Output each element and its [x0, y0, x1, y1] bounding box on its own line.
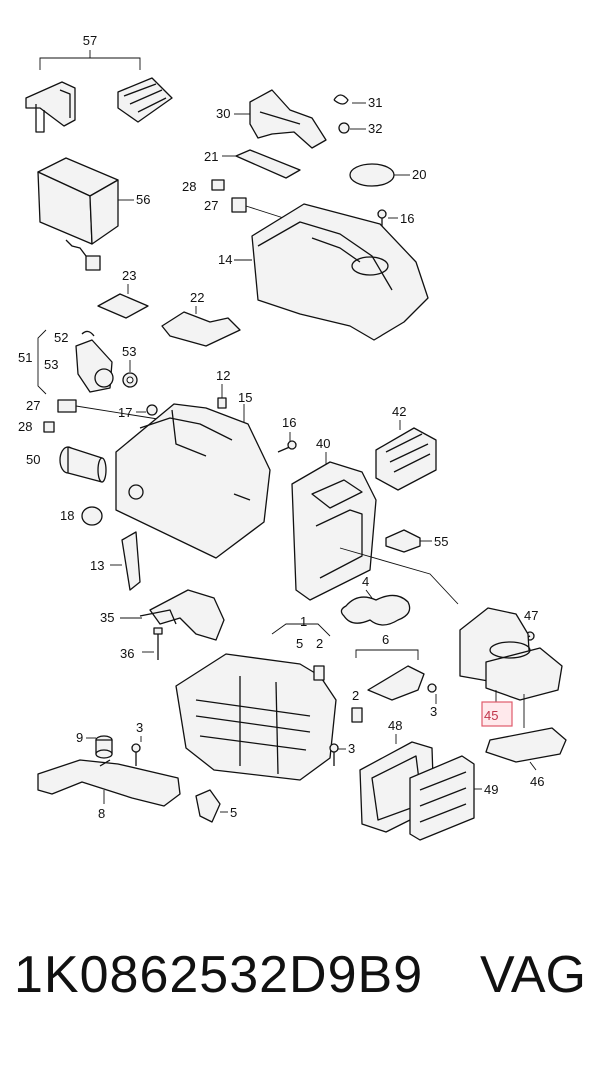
- callout-13: 13: [90, 558, 104, 573]
- callout-1: 1: [300, 614, 307, 629]
- part-3-screw-mid: [329, 743, 346, 766]
- callout-4: 4: [362, 574, 369, 589]
- part-16-screw-upper: [377, 209, 398, 236]
- callout-17: 17: [118, 405, 132, 420]
- callout-35: 35: [100, 610, 114, 625]
- part-17-pin: [136, 404, 158, 416]
- callout-55: 55: [434, 534, 448, 549]
- callout-22: 22: [190, 290, 204, 305]
- part-45-cupholder-assy: [459, 607, 563, 702]
- exploded-parts-diagram: 57 56 30 31 32 21 20 28 27 16 14 23 22 5…: [18, 33, 567, 841]
- part-51-53-socket-group: [37, 329, 138, 395]
- part-57-brackets: [25, 50, 173, 133]
- part-31-clip: [333, 94, 366, 105]
- part-40-rear-panel: [291, 452, 459, 605]
- callout-21: 21: [204, 149, 218, 164]
- callout-16: 16: [400, 211, 414, 226]
- part-27-switch-left: [57, 399, 165, 421]
- part-56-storage-box: [37, 157, 134, 271]
- footer: 1K0862532D9B9 VAG: [0, 945, 600, 1025]
- part-20-round-mat: [349, 163, 410, 187]
- callout-32: 32: [368, 121, 382, 136]
- part-28-cap-left: [43, 421, 55, 433]
- callout-5b: 5: [230, 805, 237, 820]
- part-9-damper: [86, 735, 113, 759]
- part-49-switch-panel: [409, 755, 482, 841]
- callout-53b: 53: [122, 344, 136, 359]
- brand-name: VAG: [480, 946, 586, 1004]
- callout-48: 48: [388, 718, 402, 733]
- callout-2: 2: [316, 636, 323, 651]
- callout-49: 49: [484, 782, 498, 797]
- callout-8: 8: [98, 806, 105, 821]
- part-55-plug: [385, 529, 432, 553]
- callout-52: 52: [54, 330, 68, 345]
- part-3-screw-left: [131, 736, 142, 766]
- callout-51: 51: [18, 350, 32, 365]
- callout-45: 45: [484, 708, 498, 723]
- part-23-mat: [97, 284, 149, 319]
- part-6-bracket: [355, 649, 425, 701]
- part-2-clip-right: [313, 665, 325, 681]
- part-46-mat: [485, 694, 567, 771]
- callout-14: 14: [218, 252, 232, 267]
- part-30-bracket: [234, 89, 327, 149]
- part-15-console-housing: [115, 403, 271, 559]
- callout-labels: 57 56 30 31 32 21 20 28 27 16 14 23 22 5…: [18, 33, 544, 821]
- callout-45-highlight: [481, 701, 513, 727]
- callout-28b: 28: [18, 419, 32, 434]
- callout-15: 15: [238, 390, 252, 405]
- callout-50: 50: [26, 452, 40, 467]
- part-8-bracket: [37, 759, 181, 807]
- callout-23: 23: [122, 268, 136, 283]
- callout-9: 9: [76, 730, 83, 745]
- callout-12: 12: [216, 368, 230, 383]
- callout-31: 31: [368, 95, 382, 110]
- callout-3: 3: [136, 720, 143, 735]
- part-5-clip: [195, 789, 228, 823]
- part-14-console-cover: [234, 203, 429, 341]
- part-16-screw-mid: [277, 432, 297, 453]
- callout-3c: 3: [348, 741, 355, 756]
- part-32-nut: [338, 122, 366, 134]
- part-28-cap-upper: [211, 179, 225, 191]
- callout-56: 56: [136, 192, 150, 207]
- callout-30: 30: [216, 106, 230, 121]
- callout-18: 18: [60, 508, 74, 523]
- callout-36: 36: [120, 646, 134, 661]
- callout-42: 42: [392, 404, 406, 419]
- part-21-mat: [222, 149, 301, 179]
- part-13-bracket: [110, 531, 141, 591]
- part-42-vent: [375, 420, 437, 491]
- callout-20: 20: [412, 167, 426, 182]
- part-4-seal: [340, 589, 411, 626]
- part-2-clip-lower: [351, 707, 363, 723]
- callout-27: 27: [204, 198, 218, 213]
- part-50-lighter: [59, 446, 107, 483]
- callout-46: 46: [530, 774, 544, 789]
- callout-53: 53: [44, 357, 58, 372]
- callout-16b: 16: [282, 415, 296, 430]
- callout-57: 57: [83, 33, 97, 48]
- callout-47: 47: [524, 608, 538, 623]
- callout-40: 40: [316, 436, 330, 451]
- callout-28: 28: [182, 179, 196, 194]
- part-1-frame: [175, 623, 337, 781]
- part-12-clip: [217, 384, 227, 409]
- part-35-bracket: [120, 589, 225, 641]
- part-36-bolt: [142, 627, 163, 660]
- part-18-cap: [81, 506, 103, 526]
- part-number: 1K0862532D9B9: [14, 946, 424, 1004]
- callout-6: 6: [382, 632, 389, 647]
- part-22-mat: [161, 306, 241, 347]
- callout-3b: 3: [430, 704, 437, 719]
- callout-27b: 27: [26, 398, 40, 413]
- callout-5: 5: [296, 636, 303, 651]
- callout-2b: 2: [352, 688, 359, 703]
- part-3-screw-right: [427, 683, 437, 704]
